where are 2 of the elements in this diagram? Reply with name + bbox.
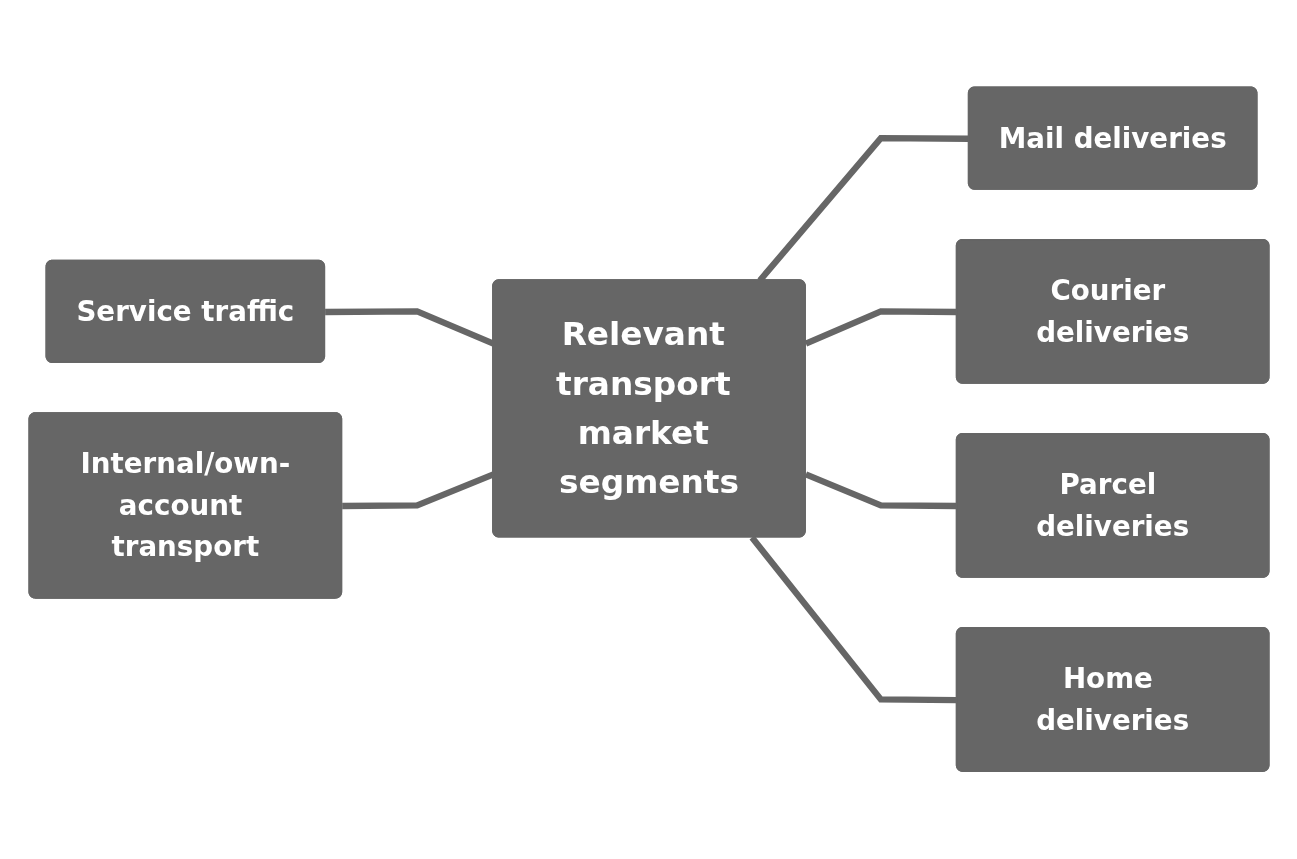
connector [804, 308, 957, 347]
connector [804, 471, 957, 510]
